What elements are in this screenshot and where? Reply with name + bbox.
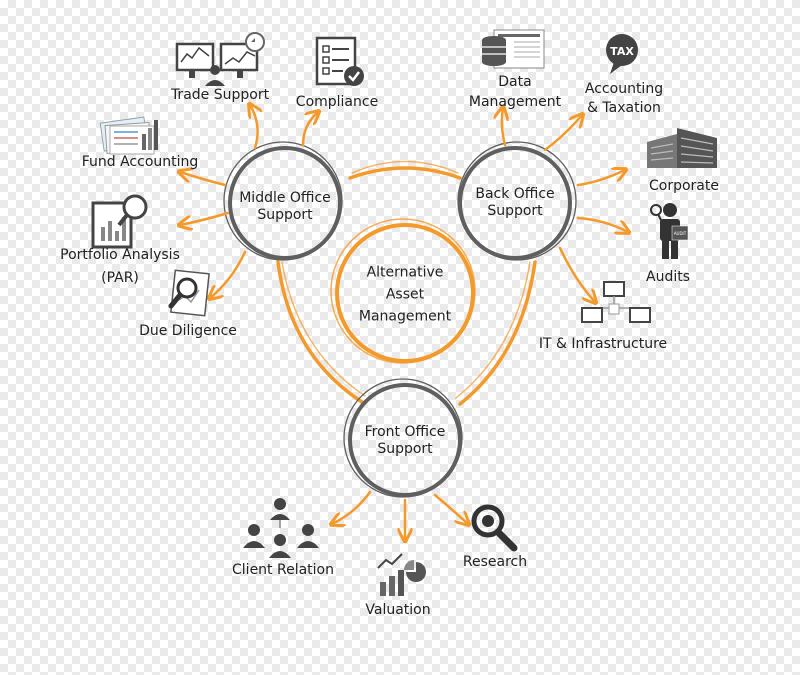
- arrow-due-diligence: [210, 250, 247, 298]
- portfolio-analysis-icon: [91, 194, 148, 249]
- back-office-ring: [457, 141, 577, 261]
- back-office-label: Back Office Support: [475, 186, 554, 220]
- valuation-label: Valuation: [365, 602, 431, 618]
- valuation-chart-icon: [377, 553, 426, 596]
- corporate-label: Corporate: [649, 178, 719, 194]
- arrow-data-management: [502, 108, 505, 147]
- front-office-label: Front Office Support: [365, 424, 446, 458]
- client-relation-label: Client Relation: [232, 562, 334, 578]
- middle-office-ring: [223, 141, 343, 261]
- arrow-client-relation: [332, 490, 372, 524]
- back-office-line-1: Back Office: [475, 186, 555, 202]
- audits-label: Audits: [645, 269, 691, 285]
- research-label: Research: [462, 554, 528, 570]
- fund-accounting-icon: [99, 116, 158, 155]
- research-magnifier-icon: [471, 504, 518, 552]
- middle-office-line-2: Support: [257, 207, 313, 223]
- connector-arcs: [276, 160, 537, 406]
- middle-office-label: Middle Office Support: [239, 190, 331, 224]
- it-infrastructure-label: IT & Infrastructure: [538, 336, 668, 352]
- portfolio-analysis-abbr-label: (PAR): [101, 270, 139, 286]
- arrow-it: [558, 246, 595, 302]
- client-relation-icon: [243, 498, 319, 558]
- middle-office-line-1: Middle Office: [239, 190, 331, 206]
- arrows: [180, 105, 628, 540]
- hub-rings: [223, 141, 577, 498]
- data-management-label-1: Data: [498, 74, 532, 90]
- trade-monitor-icon: [175, 32, 265, 86]
- accounting-label-1: Accounting: [584, 81, 664, 97]
- due-diligence-icon: [168, 269, 210, 317]
- arrow-trade-support: [250, 105, 258, 150]
- accounting-label-2: & Taxation: [587, 100, 661, 116]
- arrow-audits: [576, 216, 628, 232]
- svg-text:AUDIT: AUDIT: [674, 231, 687, 236]
- arrow-compliance: [301, 112, 318, 147]
- compliance-label: Compliance: [295, 94, 379, 110]
- arrow-portfolio-analysis: [180, 211, 230, 225]
- arc-back-front: [458, 260, 537, 406]
- front-office-ring: [343, 378, 463, 498]
- portfolio-analysis-label: Portfolio Analysis: [60, 247, 180, 263]
- arc-middle-back: [348, 166, 462, 180]
- center-hub-line-3: Management: [358, 308, 452, 325]
- data-management-label-2: Management: [468, 94, 562, 110]
- auditor-icon: AUDIT: [650, 203, 689, 259]
- trade-support-label: Trade Support: [170, 87, 270, 103]
- center-hub-label: Alternative Asset Management: [359, 265, 451, 326]
- arrow-research: [433, 493, 468, 524]
- fund-accounting-label: Fund Accounting: [81, 154, 199, 170]
- due-diligence-label: Due Diligence: [139, 323, 237, 339]
- front-office-line-1: Front Office: [364, 424, 446, 440]
- corporate-building-icon: [647, 128, 717, 168]
- data-management-icon: [482, 29, 545, 69]
- arc-middle-front: [276, 260, 364, 404]
- arrow-fund-accounting: [180, 172, 227, 187]
- arrow-corporate: [576, 170, 625, 187]
- compliance-checklist-icon: [315, 36, 364, 86]
- center-hub-line-2: Asset: [385, 286, 425, 303]
- back-office-line-2: Support: [487, 203, 543, 219]
- svg-text:TAX: TAX: [610, 45, 634, 58]
- center-hub-line-1: Alternative: [366, 264, 444, 281]
- center-ring: [330, 218, 476, 364]
- arrow-accounting: [543, 115, 582, 152]
- front-office-line-2: Support: [377, 441, 433, 457]
- network-icon: [581, 281, 651, 323]
- tax-icon: TAX: [606, 34, 638, 74]
